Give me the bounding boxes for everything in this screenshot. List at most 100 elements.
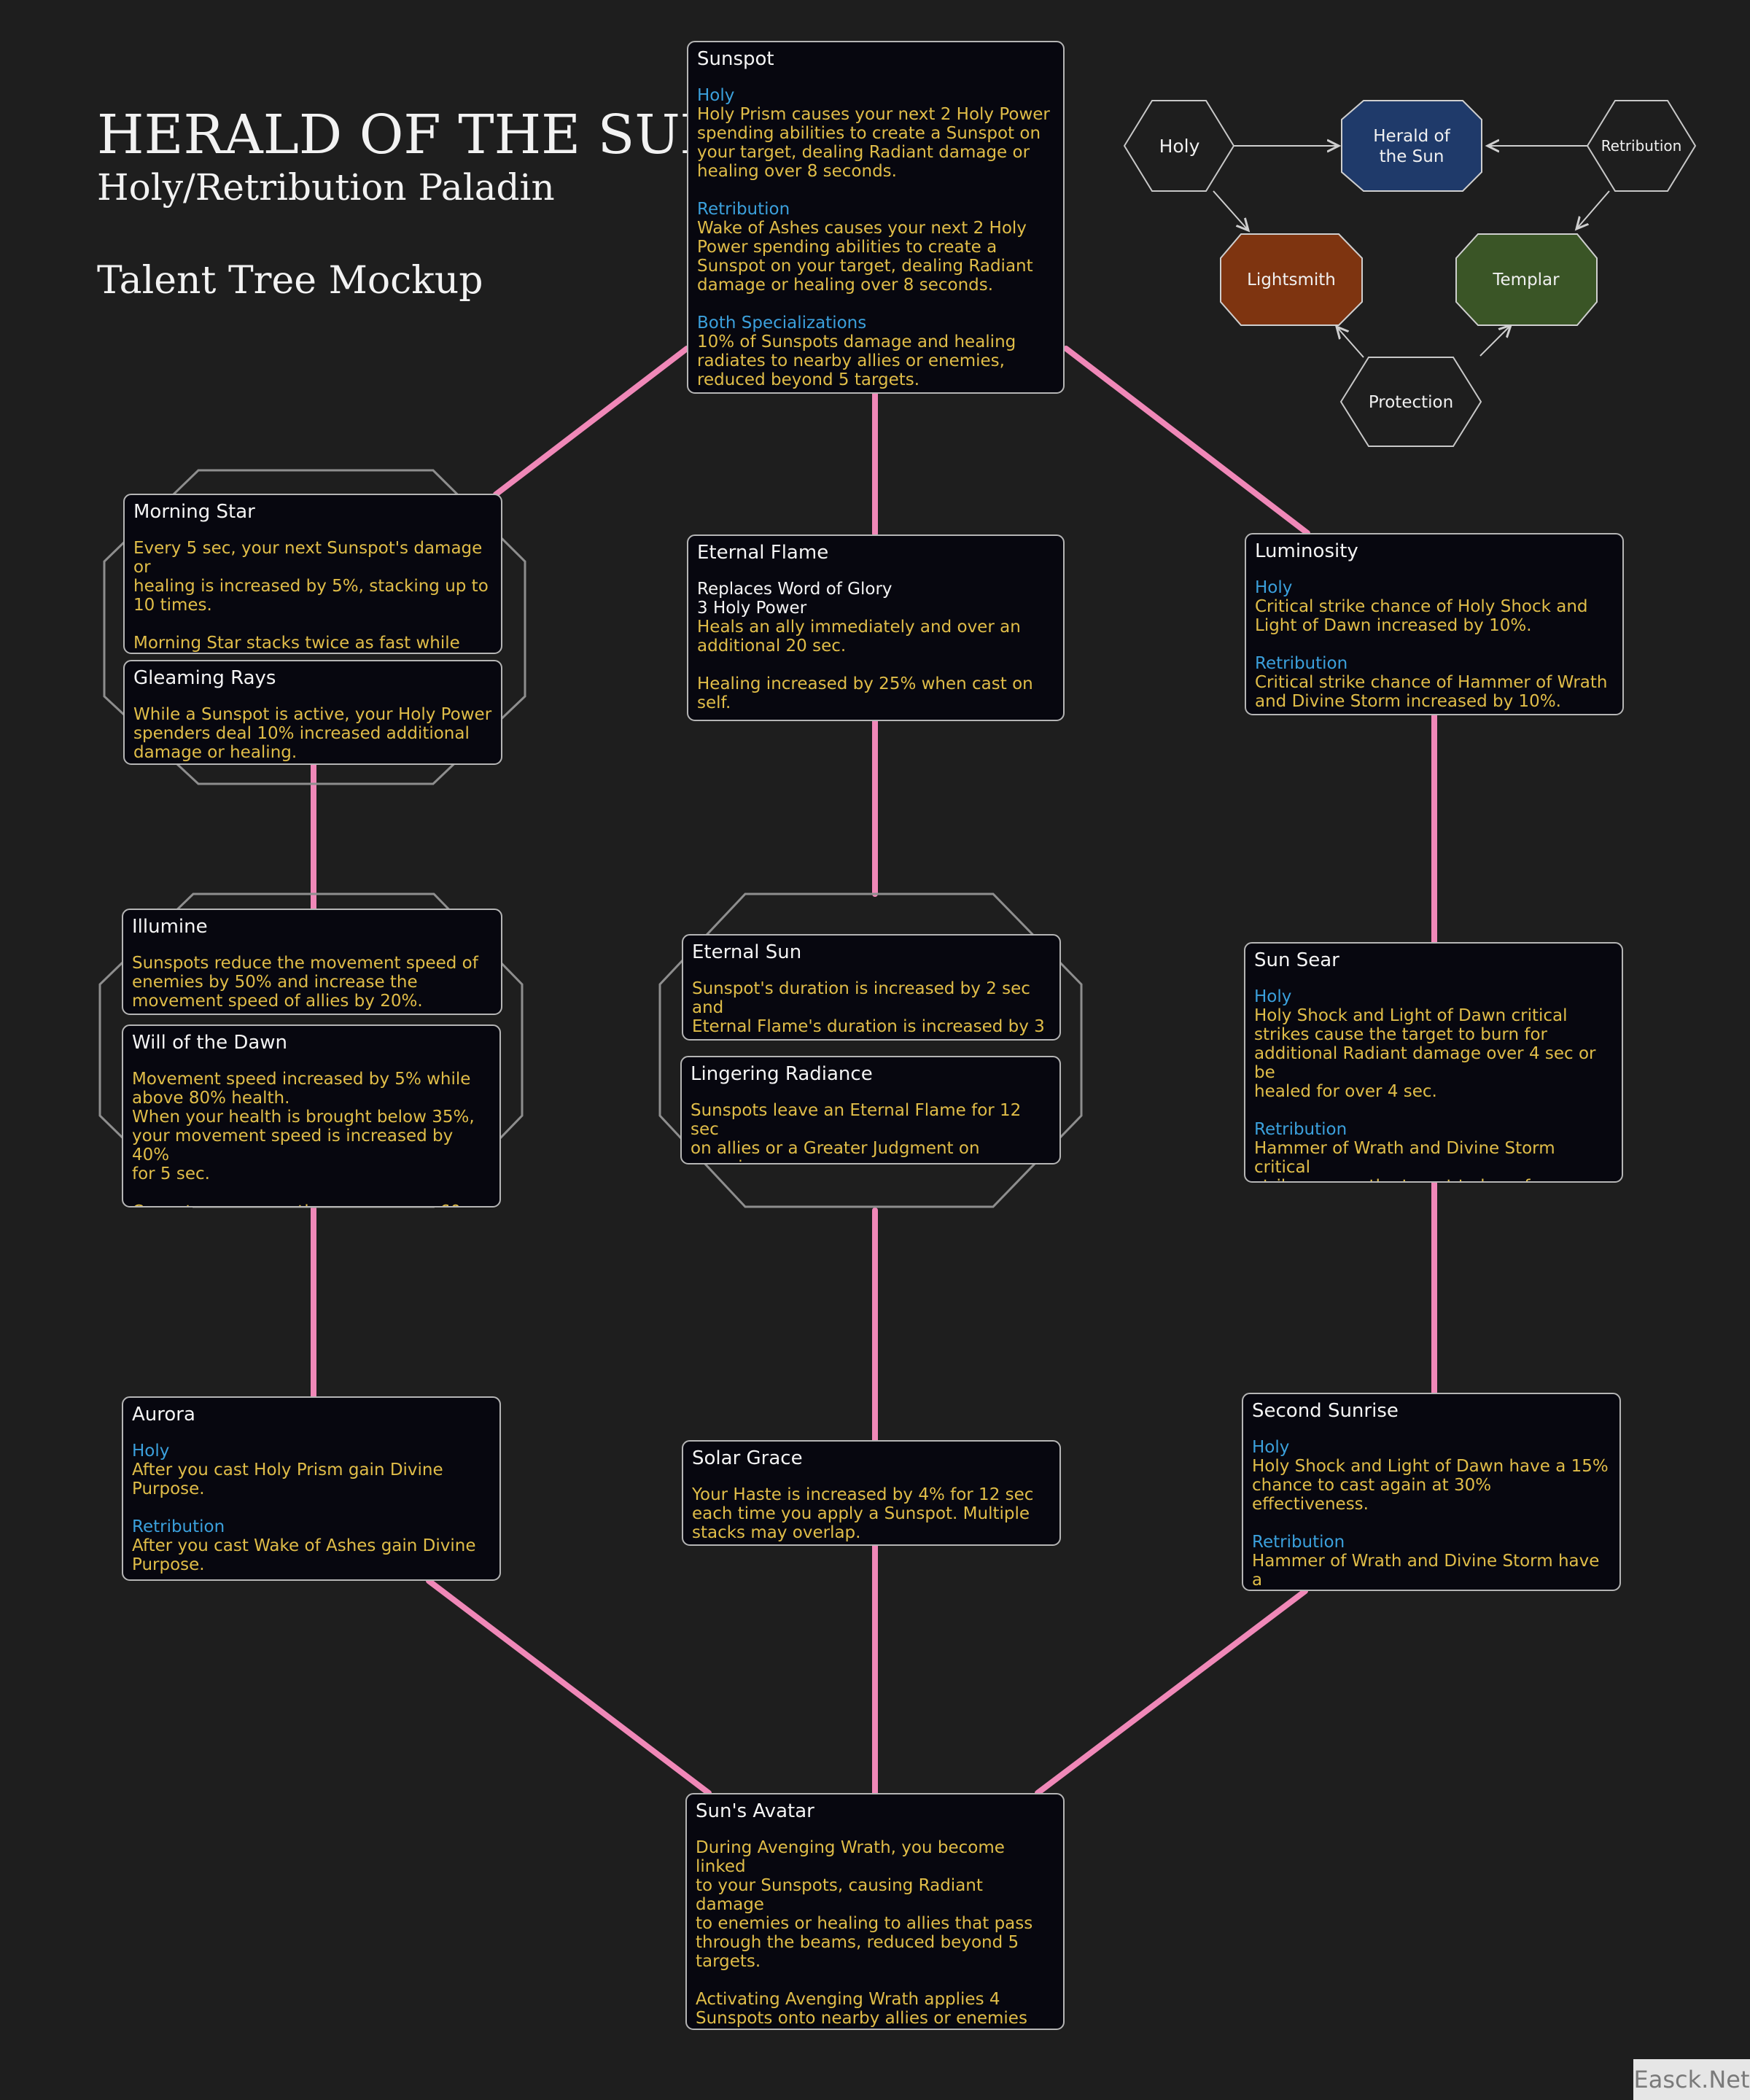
talent-desc-line: Eternal Flame's duration is increased by… — [692, 1017, 1045, 1036]
talent-desc-line: through the beams, reduced beyond 5 — [696, 1933, 1019, 1952]
talent-desc-line: Sunspots leave an Eternal Flame for 12 s… — [691, 1101, 1022, 1139]
talent-desc-line: enemies by 50% and increase the — [132, 973, 418, 992]
hero-label-herald: Herald of the Sun — [1346, 121, 1477, 172]
talent-desc-line: Sunspot's duration is increased by 2 sec… — [692, 979, 1030, 1017]
talent-desc-line: stacks may overlap. — [692, 1523, 861, 1542]
talent-desc-line: for 5 sec. — [132, 1164, 210, 1183]
arrow-protection-lightsmith — [1337, 327, 1364, 358]
talent-desc-line: 10 times. — [133, 596, 212, 615]
page-subtitle: Holy/Retribution Paladin — [97, 166, 555, 209]
hero-label-protection: Protection — [1368, 393, 1454, 412]
talent-desc-line: After you cast Wake of Ashes gain Divine — [132, 1536, 476, 1555]
talent-desc-line: During Avenging Wrath, you become linked — [696, 1838, 1005, 1876]
connector-sunspot-luminosity — [1063, 346, 1310, 536]
talent-desc-line: Critical strike chance of Hammer of Wrat… — [1255, 673, 1608, 692]
spec-heading-holy: Holy — [132, 1442, 170, 1461]
talent-desc-line: chance to cast again at 30% effectivenes… — [1252, 1476, 1492, 1514]
talent-desc-line: Every 5 sec, your next Sunspot's damage … — [133, 539, 483, 577]
hex-protection — [1339, 357, 1482, 447]
talent-desc-line: healing over 8 seconds. — [697, 162, 897, 181]
talent-desc-line: Morning Star stacks twice as fast while … — [133, 634, 460, 653]
talent-desc-line: Sunspot on your target, dealing Radiant — [697, 257, 1033, 276]
hero-label-holy: Holy — [1159, 135, 1200, 157]
talent-desc-line: sec. — [692, 1036, 1051, 1039]
talent-desc-line: strikes cause the target to burn for — [1254, 1025, 1547, 1044]
talent-desc-line: Holy Prism causes your next 2 Holy Power — [697, 105, 1050, 124]
spec-heading-retribution: Retribution — [1254, 1120, 1348, 1139]
connector-sunspot-morning-star — [493, 346, 690, 497]
talent-desc-line: to enemies or healing to allies that pas… — [696, 1914, 1033, 1933]
talent-desc-line: on allies or a Greater Judgment on enemi… — [691, 1139, 980, 1163]
talent-desc-line: Holy Shock and Light of Dawn critical — [1254, 1006, 1568, 1025]
spec-heading-both: Both Specializations — [697, 314, 867, 332]
hero-label-retribution: Retribution — [1601, 137, 1682, 155]
talent-desc-line: Activating Avenging Wrath applies 4 — [696, 1990, 1000, 2009]
talent-desc-line: Hammer of Wrath and Divine Storm critica… — [1254, 1139, 1555, 1177]
talent-title: Second Sunrise — [1252, 1400, 1399, 1422]
spacer — [1255, 635, 1614, 654]
spacer — [133, 615, 492, 634]
connector-second-sunrise-suns-avatar — [1035, 1588, 1308, 1796]
spec-heading-retribution: Retribution — [697, 200, 790, 219]
talent-desc-line: your movement speed is increased by 40% — [132, 1127, 454, 1164]
talent-desc-line: Movement speed increased by 5% while — [132, 1070, 471, 1089]
talent-desc-line: strikes cause the target to burn for — [1254, 1177, 1613, 1181]
talent-desc-line: each time you apply a Sunspot. Multiple — [692, 1504, 1030, 1523]
talent-title: Eternal Flame — [697, 542, 829, 564]
talent-desc-line: targets. — [696, 1952, 761, 1971]
octagon-lightsmith — [1220, 233, 1363, 326]
talent-desc-line: Purpose. — [132, 1479, 205, 1498]
spacer — [132, 1183, 491, 1202]
spec-heading-retribution: Retribution — [1255, 654, 1348, 673]
spacer — [1252, 1514, 1611, 1533]
talent-title: Luminosity — [1255, 540, 1358, 562]
talent-desc-line: damage or healing. — [133, 743, 298, 762]
talent-desc-line: movement speed of allies by 20%. — [132, 992, 423, 1011]
talent-title: Solar Grace — [692, 1447, 803, 1469]
spacer — [697, 295, 1054, 314]
talent-desc-line: healing is increased by 5%, stacking up … — [133, 577, 489, 596]
talent-desc-line: Heals an ally immediately and over an — [697, 618, 1021, 637]
talent-desc-line: Purpose. — [132, 1555, 205, 1574]
spacer — [697, 656, 1054, 674]
talent-desc-line: After you cast Holy Prism gain Divine — [132, 1461, 443, 1479]
hex-retribution — [1586, 100, 1697, 192]
talent-desc-line: reduced beyond 5 targets. — [697, 370, 920, 389]
arrow-protection-templar — [1479, 325, 1511, 357]
talent-desc-line: above 80% health. — [132, 1089, 290, 1108]
hero-label-herald-line2: the Sun — [1379, 147, 1444, 166]
arrow-holy-lightsmith — [1213, 190, 1248, 230]
hero-label-herald-line1: Herald of — [1373, 127, 1450, 146]
talent-desc-line: damage or healing over 8 seconds. — [697, 276, 994, 295]
octagon-templar — [1455, 233, 1598, 326]
arrow-retribution-templar — [1576, 190, 1610, 229]
talent-title: Gleaming Rays — [133, 667, 276, 689]
talent-desc-line: additional Radiant damage over 4 sec or … — [1254, 1044, 1596, 1082]
talent-desc-line: self. — [697, 693, 731, 712]
spec-heading-holy: Holy — [1255, 578, 1293, 597]
hex-holy — [1123, 100, 1235, 192]
talent-cost-line: Replaces Word of Glory — [697, 580, 892, 599]
spacer — [696, 1971, 1054, 1990]
mockup-label: Talent Tree Mockup — [97, 259, 483, 303]
talent-desc-line: radiates to nearby allies or enemies, — [697, 351, 1005, 370]
talent-desc-line: 10% of Sunspots damage and healing — [697, 332, 1016, 351]
choice-node-frame-eternal-sun-lingering — [658, 892, 1083, 1208]
spacer — [132, 1498, 491, 1517]
watermark: Easck.Net — [1633, 2059, 1750, 2100]
